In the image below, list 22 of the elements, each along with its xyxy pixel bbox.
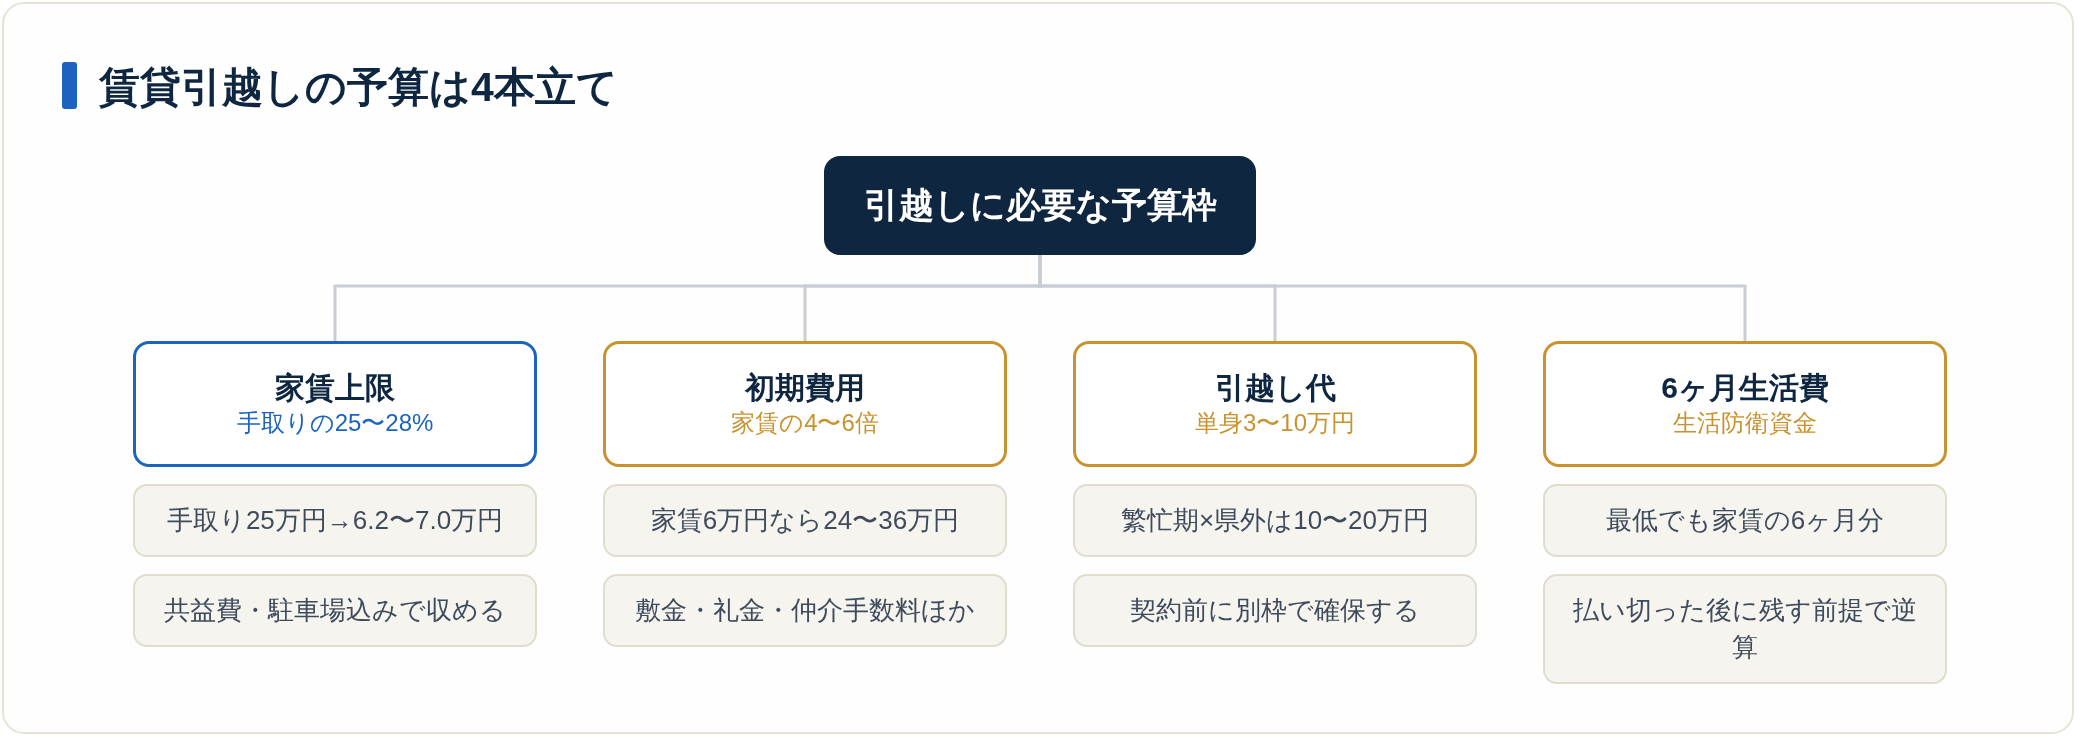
category-subtitle: 生活防衛資金	[1673, 408, 1817, 438]
category-heading: 引越し代	[1214, 370, 1336, 406]
category-box	[603, 341, 1007, 467]
category-box	[1543, 341, 1947, 467]
category-subtitle: 家賃の4〜6倍	[731, 408, 879, 438]
root-box: 引越しに必要な予算枠	[824, 156, 1256, 255]
note-box: 契約前に別枠で確保する	[1073, 574, 1477, 647]
note-box: 最低でも家賃の6ヶ月分	[1543, 484, 1947, 557]
category-subtitle: 単身3〜10万円	[1194, 408, 1355, 438]
category-box	[133, 341, 537, 467]
category-box	[1073, 341, 1477, 467]
note-box: 敷金・礼金・仲介手数料ほか	[603, 574, 1007, 647]
category-heading: 初期費用	[745, 370, 865, 406]
title: 賃貸引越しの予算は4本立て	[99, 63, 618, 112]
note-box: 繁忙期×県外は10〜20万円	[1073, 484, 1477, 557]
note-box: 払い切った後に残す前提で逆算	[1543, 574, 1947, 684]
category-subtitle: 手取りの25〜28%	[236, 408, 434, 438]
note-box: 手取り25万円→6.2〜7.0万円	[133, 484, 537, 557]
note-box: 家賃6万円なら24〜36万円	[603, 484, 1007, 557]
category-heading: 6ヶ月生活費	[1661, 370, 1829, 406]
note-box: 共益費・駐車場込みで収める	[133, 574, 537, 647]
category-heading: 家賃上限	[275, 370, 395, 406]
